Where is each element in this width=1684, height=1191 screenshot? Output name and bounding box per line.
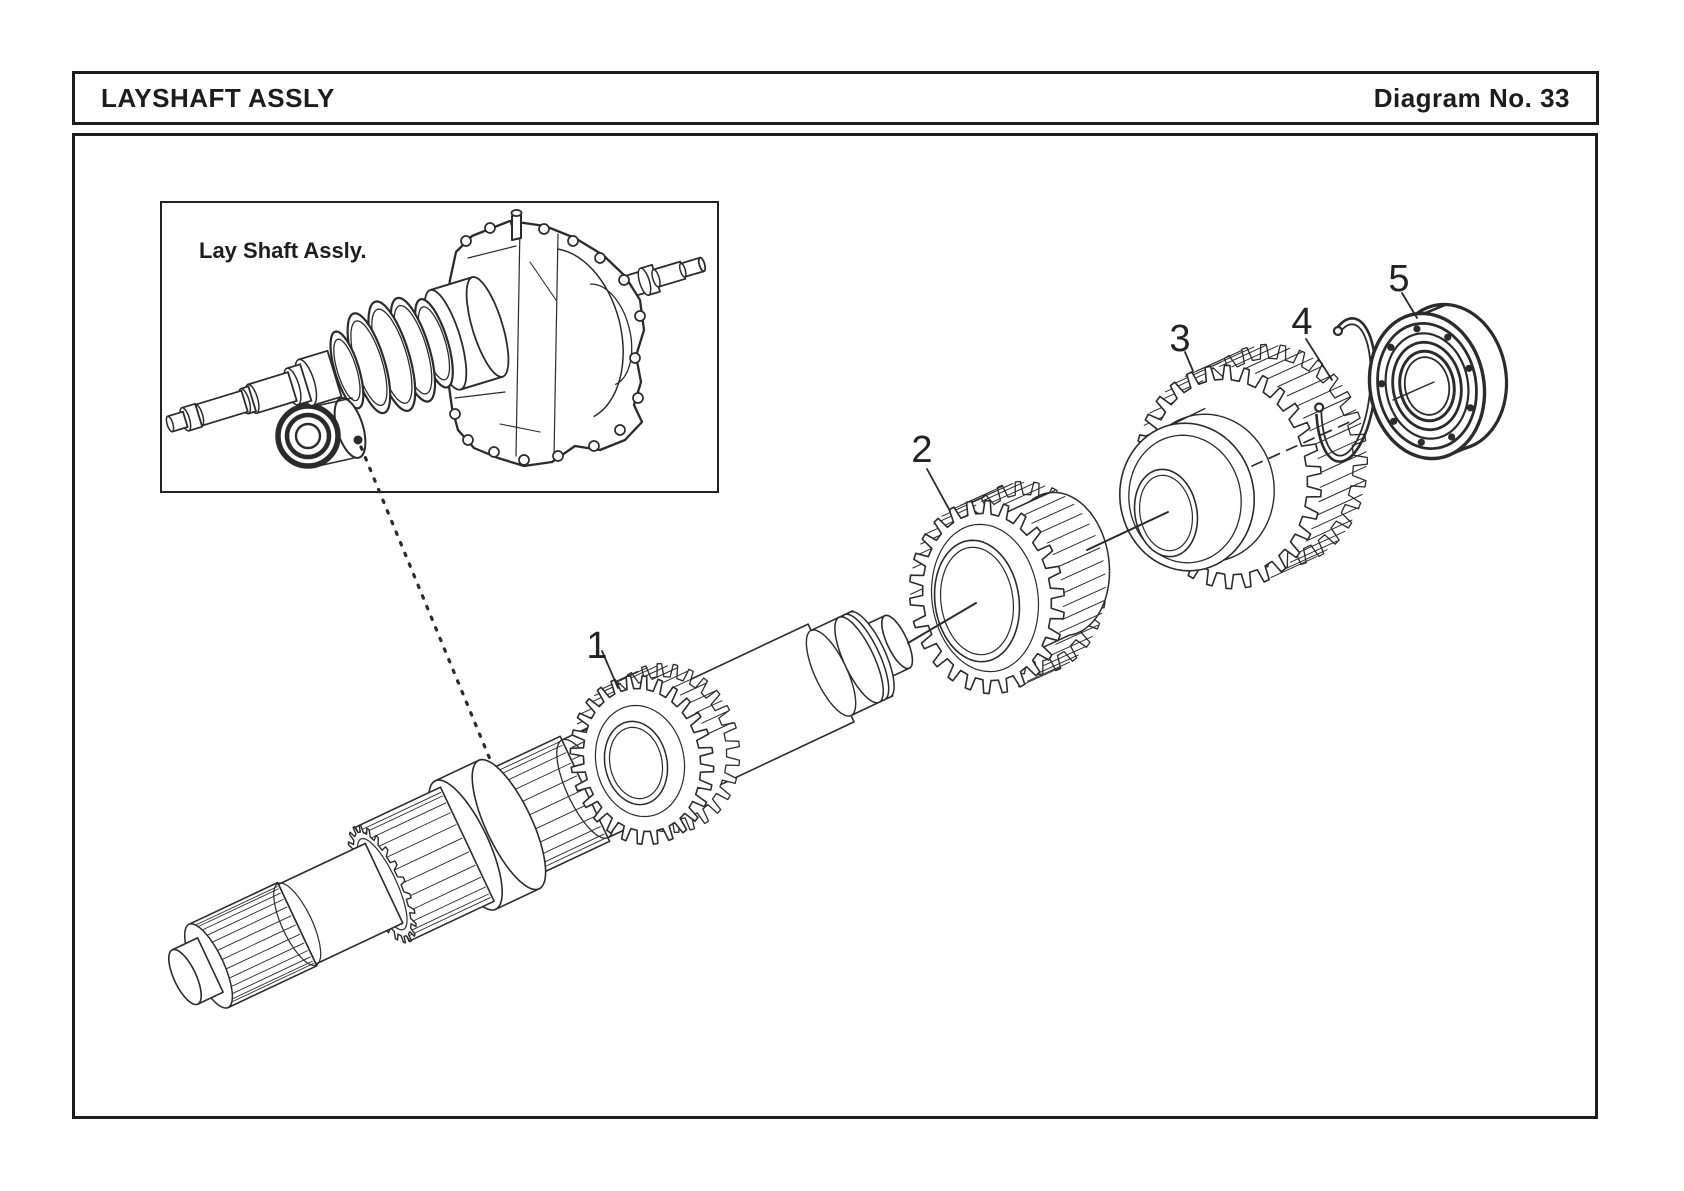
- inset-caption: Lay Shaft Assly.: [199, 238, 367, 263]
- callout-leaders: [601, 292, 1418, 689]
- snap-ring: [1314, 317, 1378, 463]
- callout-4: 4: [1291, 301, 1312, 343]
- dotted-leader-line: [359, 445, 503, 788]
- axis-line-1: [907, 602, 977, 644]
- inset-assembly-drawing: [160, 201, 719, 493]
- callout-3: 3: [1169, 318, 1190, 360]
- diagram-art: [160, 201, 1509, 1009]
- axis-line-2: [1086, 511, 1169, 551]
- diagram-number: Diagram No. 33: [1373, 82, 1570, 113]
- callout-5: 5: [1388, 258, 1409, 300]
- bearing: [1367, 302, 1509, 461]
- layshaft: [168, 610, 914, 1009]
- gear-2: [909, 480, 1111, 695]
- callout-1: 1: [586, 625, 607, 667]
- page-title: LAYSHAFT ASSLY: [101, 82, 335, 113]
- gear-3: [1119, 343, 1369, 590]
- gear-1-on-shaft: [569, 662, 741, 845]
- callout-2: 2: [911, 429, 932, 471]
- title-bar: LAYSHAFT ASSLY Diagram No. 33: [72, 71, 1599, 125]
- axis-line-3: [1251, 420, 1353, 467]
- callout-numbers: 1 2 3 4 5: [586, 258, 1409, 667]
